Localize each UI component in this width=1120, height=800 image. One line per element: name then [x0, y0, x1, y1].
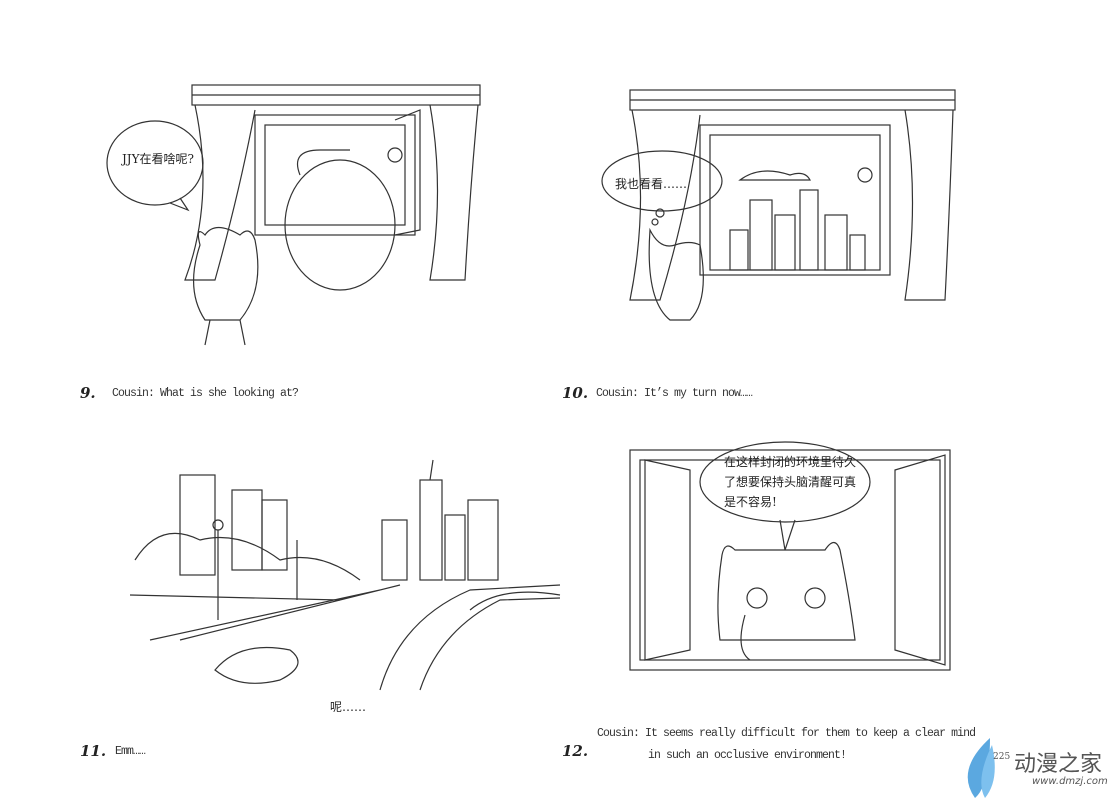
bubble-line: 在这样封闭的环境里待久	[724, 455, 857, 469]
bubble-panel-12: 在这样封闭的环境里待久 了想要保持头脑清醒可真 是不容易!	[724, 452, 856, 512]
panel-number-9: 9.	[80, 384, 96, 402]
watermark-url: www.dmzj.com	[1032, 776, 1108, 787]
caption-panel-9: Cousin: What is she looking at?	[112, 387, 299, 400]
panel-9-drawing	[106, 84, 481, 346]
panel-number-11: 11.	[80, 742, 107, 760]
bubble-line: 了想要保持头脑清醒可真	[724, 475, 857, 489]
panel-10-drawing	[601, 89, 956, 321]
text-panel-11: 呢……	[330, 700, 367, 714]
dmzj-logo-icon	[967, 738, 995, 798]
panel-number-10: 10.	[562, 384, 589, 402]
panel-11-drawing	[129, 459, 561, 691]
caption-panel-12-line-2: in such an occlusive environment!	[648, 749, 847, 762]
bubble-panel-9: JJY在看啥呢?	[122, 152, 194, 166]
bubble-panel-10: 我也看看……	[615, 177, 688, 191]
panel-number-12: 12.	[562, 742, 589, 760]
caption-panel-12-line-1: Cousin: It seems really difficult for th…	[597, 727, 976, 740]
page-number: 225	[993, 752, 1011, 762]
caption-panel-10: Cousin: It’s my turn now……	[596, 387, 753, 400]
caption-panel-11: Emm……	[115, 745, 146, 758]
bubble-line: 是不容易!	[724, 495, 777, 509]
watermark-name: 动漫之家	[1014, 752, 1103, 777]
panel-12-drawing	[629, 441, 951, 671]
